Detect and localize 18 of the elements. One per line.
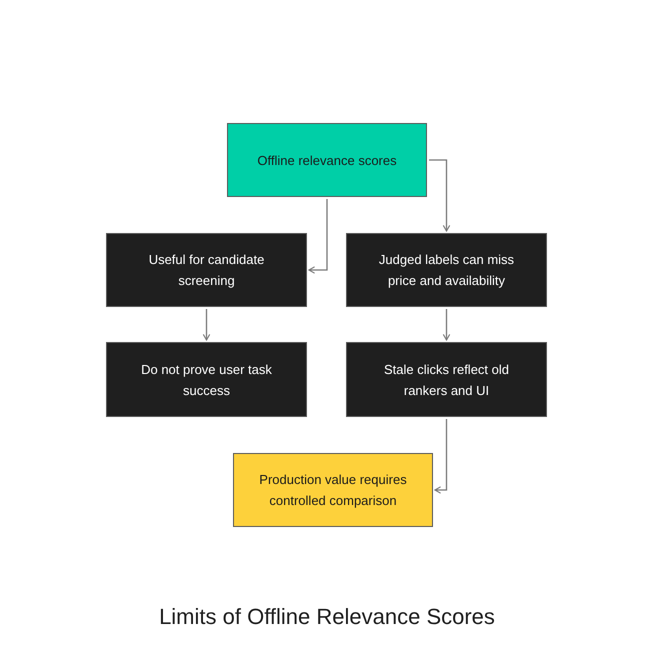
process-box: [346, 342, 547, 417]
box-text: Offline relevance scores: [257, 152, 397, 170]
arrow: [434, 419, 448, 494]
box-text: Useful for candidate screening: [148, 251, 266, 290]
process-box: [346, 233, 547, 307]
arrow: [308, 199, 328, 274]
box-text: Production value requires controlled comparison: [258, 471, 408, 510]
box-text: Stale clicks reflect old rankers and UI: [383, 360, 510, 400]
arrow: [429, 159, 450, 232]
diagram-title: Limits of Offline Relevance Scores: [159, 604, 495, 629]
process-box: [227, 123, 427, 197]
process-box: [106, 342, 307, 417]
process-box: [106, 233, 307, 307]
arrow: [442, 309, 450, 341]
box-text: Judged labels can miss price and availability: [378, 251, 516, 290]
box-text: Do not prove user task success: [140, 360, 273, 400]
process-box: [233, 453, 433, 527]
arrow: [202, 309, 210, 341]
